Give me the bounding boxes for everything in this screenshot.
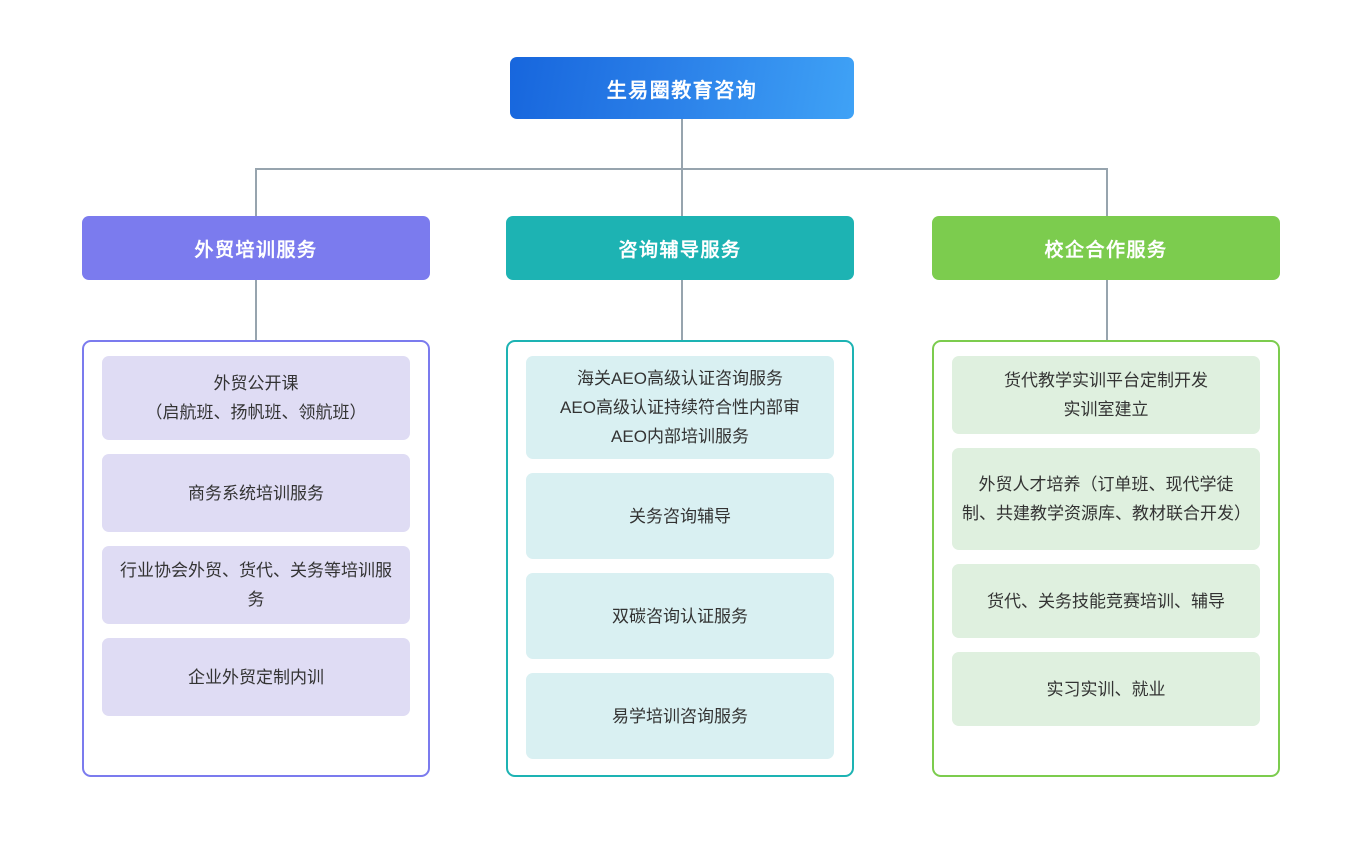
connector-root-down (681, 119, 683, 169)
connector-branch-3-to-body (1106, 280, 1108, 340)
branch-column-1: 外贸培训服务 外贸公开课 （启航班、扬帆班、领航班） 商务系统培训服务 行业协会… (82, 216, 430, 777)
connector-to-branch-3 (1106, 168, 1108, 216)
root-node[interactable]: 生易圈教育咨询 (510, 57, 854, 119)
connector-branch-1-to-body (255, 280, 257, 340)
connector-to-branch-2 (681, 168, 683, 216)
branch-header-1[interactable]: 外贸培训服务 (82, 216, 430, 280)
root-node-label: 生易圈教育咨询 (606, 79, 758, 102)
branch-2-card-2[interactable]: 关务咨询辅导 (526, 473, 834, 560)
branch-2-card-3[interactable]: 双碳咨询认证服务 (526, 573, 834, 660)
branch-3-card-3[interactable]: 货代、关务技能竞赛培训、辅导 (952, 564, 1260, 638)
branch-body-2: 海关AEO高级认证咨询服务 AEO高级认证持续符合性内部审 AEO内部培训服务 … (506, 340, 854, 777)
branch-column-3: 校企合作服务 货代教学实训平台定制开发 实训室建立 外贸人才培养（订单班、现代学… (932, 216, 1280, 777)
connector-branch-2-to-body (681, 280, 683, 340)
branch-header-3-label: 校企合作服务 (1044, 239, 1168, 261)
connector-horizontal-bus (255, 168, 1108, 170)
branch-body-1: 外贸公开课 （启航班、扬帆班、领航班） 商务系统培训服务 行业协会外贸、货代、关… (82, 340, 430, 777)
branch-2-card-4[interactable]: 易学培训咨询服务 (526, 673, 834, 759)
branch-3-card-2[interactable]: 外贸人才培养（订单班、现代学徒制、共建教学资源库、教材联合开发） (952, 448, 1260, 550)
branch-1-card-1[interactable]: 外贸公开课 （启航班、扬帆班、领航班） (102, 356, 410, 440)
branch-header-3[interactable]: 校企合作服务 (932, 216, 1280, 280)
branch-body-3: 货代教学实训平台定制开发 实训室建立 外贸人才培养（订单班、现代学徒制、共建教学… (932, 340, 1280, 777)
branch-2-card-1[interactable]: 海关AEO高级认证咨询服务 AEO高级认证持续符合性内部审 AEO内部培训服务 (526, 356, 834, 460)
branch-1-card-4[interactable]: 企业外贸定制内训 (102, 638, 410, 716)
branch-header-2-label: 咨询辅导服务 (618, 239, 742, 261)
branch-3-card-4[interactable]: 实习实训、就业 (952, 652, 1260, 726)
branch-3-card-1[interactable]: 货代教学实训平台定制开发 实训室建立 (952, 356, 1260, 434)
branch-1-card-3[interactable]: 行业协会外贸、货代、关务等培训服务 (102, 546, 410, 624)
branch-column-2: 咨询辅导服务 海关AEO高级认证咨询服务 AEO高级认证持续符合性内部审 AEO… (506, 216, 854, 777)
branch-header-1-label: 外贸培训服务 (194, 239, 318, 261)
connector-to-branch-1 (255, 168, 257, 216)
branch-header-2[interactable]: 咨询辅导服务 (506, 216, 854, 280)
branch-1-card-2[interactable]: 商务系统培训服务 (102, 454, 410, 532)
